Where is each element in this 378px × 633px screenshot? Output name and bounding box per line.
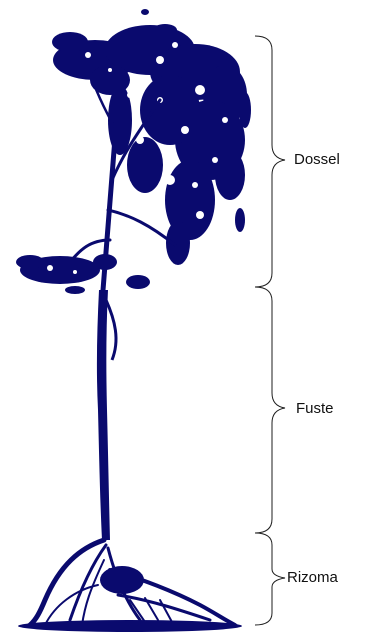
- label-dossel: Dossel: [294, 151, 340, 169]
- tree-point-cloud: [16, 9, 251, 632]
- label-rizoma: Rizoma: [287, 569, 338, 587]
- canopy-foliage: [16, 9, 251, 294]
- brace-rizoma: [255, 533, 285, 625]
- brace-dossel: [255, 36, 285, 287]
- label-fuste: Fuste: [296, 400, 334, 418]
- root-collar: [100, 566, 144, 594]
- brace-fuste: [255, 287, 285, 533]
- trunk-side-branch: [106, 300, 116, 360]
- ground-base: [18, 620, 242, 632]
- trunk: [97, 290, 110, 540]
